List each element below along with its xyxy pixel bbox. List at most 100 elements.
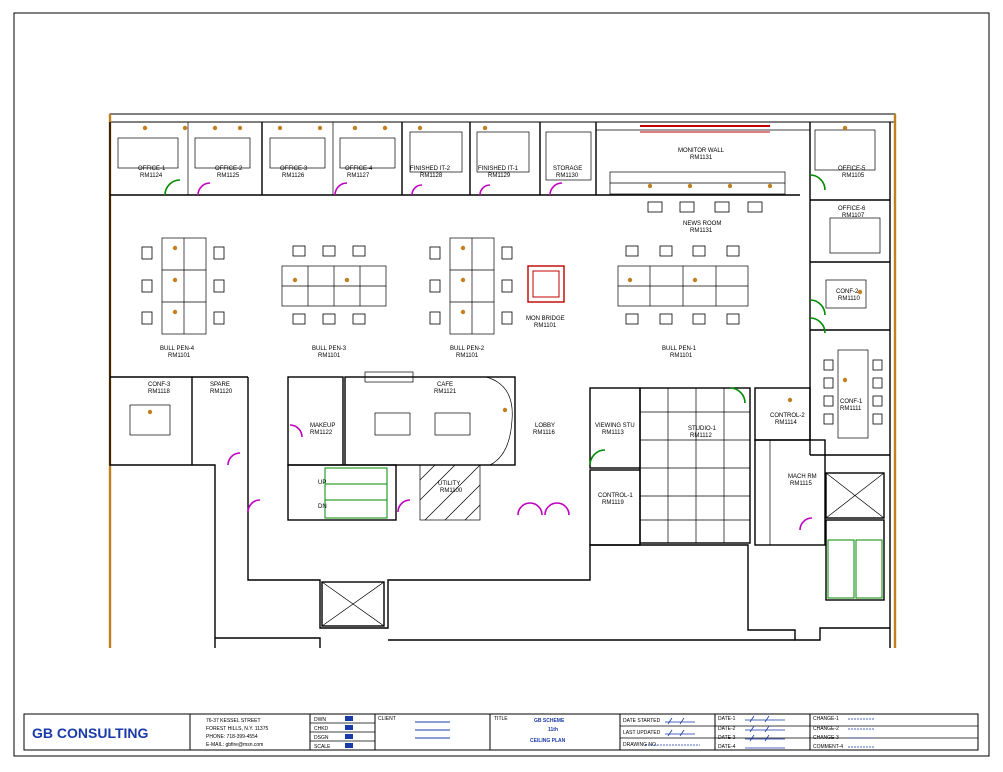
room-num-machrm: RM1115 xyxy=(790,481,812,487)
room-name-office5: OFFICE-5 xyxy=(838,166,866,172)
ceiling-fixtures xyxy=(142,125,863,415)
title-line1: GB SCHEME xyxy=(534,718,565,724)
sheet-border xyxy=(13,12,990,757)
field-dwn: DWN xyxy=(314,717,326,723)
elevator-shaft-right xyxy=(825,472,885,601)
stairs-left xyxy=(324,467,388,519)
room-name-office6: OFFICE-6 xyxy=(838,206,866,212)
hdr-change2: CHANGE-2 xyxy=(813,726,839,732)
hdr-comment4: COMMENT-4 xyxy=(813,744,843,750)
mon-bridge xyxy=(527,265,565,303)
room-num-conf1: RM1111 xyxy=(840,406,862,412)
room-num-bullpen2: RM1101 xyxy=(456,353,479,359)
hdr-date4: DATE-4 xyxy=(718,744,736,750)
room-name-studio1: STUDIO-1 xyxy=(688,426,717,432)
conf-1-table xyxy=(823,349,883,439)
room-num-newsroom: RM1131 xyxy=(690,228,713,234)
stair-down-label: DN xyxy=(318,504,327,510)
room-name-bullpen2: BULL PEN-2 xyxy=(450,346,485,352)
room-name-machrm: MACH RM xyxy=(788,474,817,480)
news-room-desk xyxy=(609,171,786,213)
room-num-monbridge: RM1101 xyxy=(534,323,557,329)
field-dsgn: DSGN xyxy=(314,735,329,741)
room-name-storage: STORAGE xyxy=(553,166,582,172)
room-labels: OFFICE-1 RM1124 OFFICE-2 RM1125 OFFICE-3… xyxy=(138,148,866,510)
room-name-viewingstu: VIEWING STU xyxy=(595,423,635,429)
hdr-date1: DATE-1 xyxy=(718,716,736,722)
room-name-bullpen4: BULL PEN-4 xyxy=(160,346,195,352)
room-name-newsroom: NEWS ROOM xyxy=(683,221,721,227)
bull-pen-1 xyxy=(617,245,749,325)
room-name-control1: CONTROL-1 xyxy=(598,493,633,499)
room-num-office3: RM1126 xyxy=(282,173,305,179)
room-name-lobby: LOBBY xyxy=(535,423,555,429)
room-name-office4: OFFICE-4 xyxy=(345,166,373,172)
room-num-control1: RM1119 xyxy=(602,500,624,506)
hdr-date-started: DATE STARTED xyxy=(623,718,661,724)
room-name-office3: OFFICE-3 xyxy=(280,166,308,172)
monitor-wall xyxy=(640,125,770,133)
field-chkd: CHKD xyxy=(314,726,329,732)
room-name-conf3: CONF-3 xyxy=(148,382,171,388)
room-name-spare: SPARE xyxy=(210,382,230,388)
bull-pen-2 xyxy=(429,237,513,335)
room-name-cafe: CAFE xyxy=(437,382,453,388)
room-num-spare: RM1120 xyxy=(210,389,233,395)
room-num-bullpen1: RM1101 xyxy=(670,353,693,359)
room-num-monitorwall: RM1131 xyxy=(690,155,713,161)
elevator-shaft xyxy=(321,581,385,627)
hdr-date3: DATE-3 xyxy=(718,735,736,741)
lower-left-rooms xyxy=(110,371,516,521)
studio-area xyxy=(589,387,826,546)
title-header: TITLE xyxy=(494,716,508,722)
room-name-office1: OFFICE-1 xyxy=(138,166,166,172)
hdr-date2: DATE-2 xyxy=(718,726,736,732)
room-num-bullpen4: RM1101 xyxy=(168,353,191,359)
room-name-bullpen3: BULL PEN-3 xyxy=(312,346,347,352)
office-desks xyxy=(117,129,881,254)
glass-doors xyxy=(164,174,826,466)
room-name-monitorwall: MONITOR WALL xyxy=(678,148,725,154)
room-num-utility: RM1100 xyxy=(440,488,463,494)
company-name: GB CONSULTING xyxy=(32,725,149,741)
room-num-storage: RM1130 xyxy=(556,173,579,179)
room-name-finished1: FINISHED IT-1 xyxy=(478,166,519,172)
lobby-counter xyxy=(485,376,513,466)
room-num-studio1: RM1112 xyxy=(690,433,712,439)
room-num-viewingstu: RM1113 xyxy=(602,430,624,436)
room-name-control2: CONTROL-2 xyxy=(770,413,805,419)
building-outline xyxy=(108,113,897,648)
room-name-makeup: MAKEUP xyxy=(310,423,335,429)
company-address2: FOREST HILLS, N.Y. 11375 xyxy=(206,726,268,732)
title-line3: CEILING PLAN xyxy=(530,738,566,744)
client-header: CLIENT xyxy=(378,716,396,722)
room-num-office6: RM1107 xyxy=(842,213,865,219)
room-name-office2: OFFICE-2 xyxy=(215,166,243,172)
bull-pen-4 xyxy=(141,237,225,335)
room-num-control2: RM1114 xyxy=(775,420,797,426)
room-num-office4: RM1127 xyxy=(347,173,370,179)
room-num-lobby: RM1116 xyxy=(533,430,555,436)
room-name-bullpen1: BULL PEN-1 xyxy=(662,346,697,352)
room-num-conf2: RM1110 xyxy=(838,296,860,302)
hdr-drawing-no: DRAWING NO. xyxy=(623,742,657,748)
room-name-conf1: CONF-1 xyxy=(840,399,863,405)
doors xyxy=(197,182,813,531)
top-offices xyxy=(110,122,890,456)
room-num-makeup: RM1122 xyxy=(310,430,333,436)
hdr-change1: CHANGE-1 xyxy=(813,716,839,722)
hdr-change3: CHANGE-3 xyxy=(813,735,839,741)
company-phone: PHONE: 718-399-4554 xyxy=(206,734,258,740)
room-name-monbridge: MON BRIDGE xyxy=(526,316,565,322)
room-name-conf2: CONF-2 xyxy=(836,289,859,295)
room-name-finished2: FINISHED IT-2 xyxy=(410,166,451,172)
company-address1: 76-37 KESSEL STREET xyxy=(206,718,261,724)
room-num-conf3: RM1118 xyxy=(148,389,170,395)
field-scale: SCALE xyxy=(314,744,331,750)
room-num-finished2: RM1128 xyxy=(420,173,443,179)
title-block: GB CONSULTING 76-37 KESSEL STREET FOREST… xyxy=(23,713,979,751)
room-num-office5: RM1105 xyxy=(842,173,865,179)
room-num-office1: RM1124 xyxy=(140,173,163,179)
